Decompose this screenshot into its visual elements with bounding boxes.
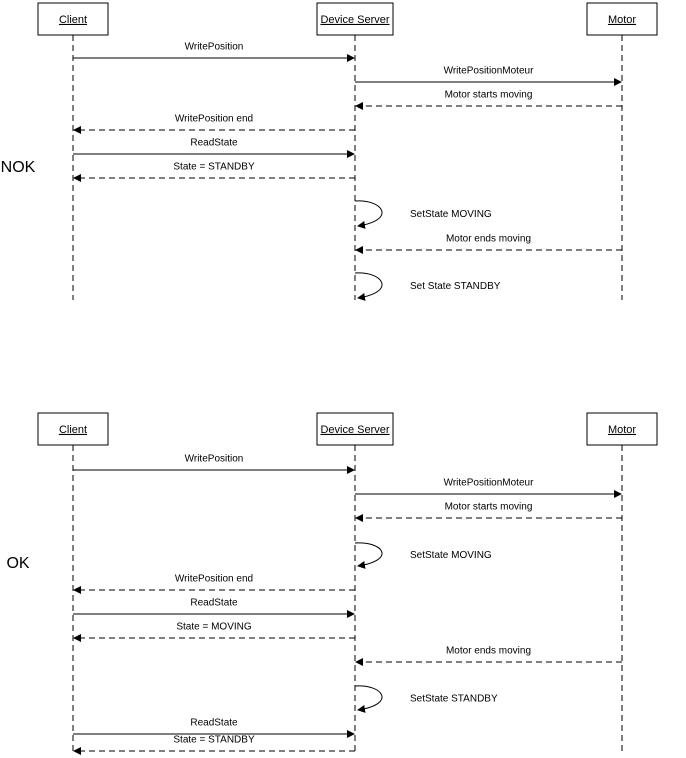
participant-box	[316, 412, 394, 446]
diagram-label: NOK	[1, 159, 36, 176]
message: SetState STANDBY	[354, 685, 498, 713]
self-message-arrow	[354, 272, 383, 301]
message: SetState MOVING	[354, 542, 492, 569]
message-label: State = MOVING	[176, 622, 252, 633]
message-label: Motor starts moving	[445, 90, 533, 101]
sequence-diagram-ok: OK Client Device Server MotorWritePositionW…	[6, 412, 658, 755]
participant-name: Client	[59, 14, 87, 26]
message-label: State = STANDBY	[173, 162, 255, 173]
participant-client: Client	[37, 2, 109, 300]
diagram-label: OK	[6, 555, 29, 572]
self-message-arrow	[354, 542, 383, 569]
message: Motor ends moving	[355, 646, 622, 666]
message: State = MOVING	[73, 622, 355, 642]
message: WritePosition end	[73, 114, 355, 134]
message: Set State STANDBY	[354, 272, 501, 301]
message-label: WritePosition end	[175, 574, 253, 585]
participant-client: Client	[37, 412, 109, 755]
message-label: Motor ends moving	[446, 646, 531, 657]
message: SetState MOVING	[354, 200, 492, 229]
message: WritePosition end	[73, 574, 355, 594]
message-label: WritePositionMoteur	[444, 66, 535, 77]
participant-device-server: Device Server	[316, 2, 394, 300]
message-label: ReadState	[190, 598, 238, 609]
message: WritePosition	[73, 454, 355, 474]
message-label: SetState STANDBY	[410, 694, 498, 705]
message-label: SetState MOVING	[410, 550, 492, 561]
participant-box	[37, 412, 109, 446]
self-message-arrow	[354, 200, 383, 229]
message-label: WritePosition end	[175, 114, 253, 125]
self-message-arrow	[354, 685, 383, 713]
message-label: ReadState	[190, 138, 238, 149]
message: State = STANDBY	[73, 162, 355, 182]
participant-name: Motor	[608, 424, 636, 436]
message-label: Set State STANDBY	[410, 281, 501, 292]
message: ReadState	[73, 598, 355, 618]
participant-box	[37, 2, 109, 36]
message: ReadState	[73, 718, 355, 738]
message-label: SetState MOVING	[410, 209, 492, 220]
participant-box	[586, 2, 658, 36]
message-label: WritePosition	[185, 454, 244, 465]
participant-motor: Motor	[586, 412, 658, 755]
participant-name: Motor	[608, 14, 636, 26]
message: WritePositionMoteur	[355, 478, 622, 498]
message-label: ReadState	[190, 718, 238, 729]
message: Motor starts moving	[355, 90, 622, 110]
participant-motor: Motor	[586, 2, 658, 300]
participant-name: Device Server	[320, 14, 389, 26]
message: Motor ends moving	[355, 234, 622, 254]
participant-name: Device Server	[320, 424, 389, 436]
message: WritePosition	[73, 42, 355, 62]
message: State = STANDBY	[73, 735, 355, 755]
message-label: State = STANDBY	[173, 735, 255, 746]
message-label: WritePosition	[185, 42, 244, 53]
participant-box	[316, 2, 394, 36]
participant-box	[586, 412, 658, 446]
participant-name: Client	[59, 424, 87, 436]
sequence-diagram-nok: NOK Client Device Server MotorWritePosition…	[1, 2, 658, 301]
participant-device-server: Device Server	[316, 412, 394, 755]
message-label: Motor ends moving	[446, 234, 531, 245]
message: WritePositionMoteur	[355, 66, 622, 86]
message: Motor starts moving	[355, 502, 622, 522]
message-label: WritePositionMoteur	[444, 478, 535, 489]
message-label: Motor starts moving	[445, 502, 533, 513]
message: ReadState	[73, 138, 355, 158]
